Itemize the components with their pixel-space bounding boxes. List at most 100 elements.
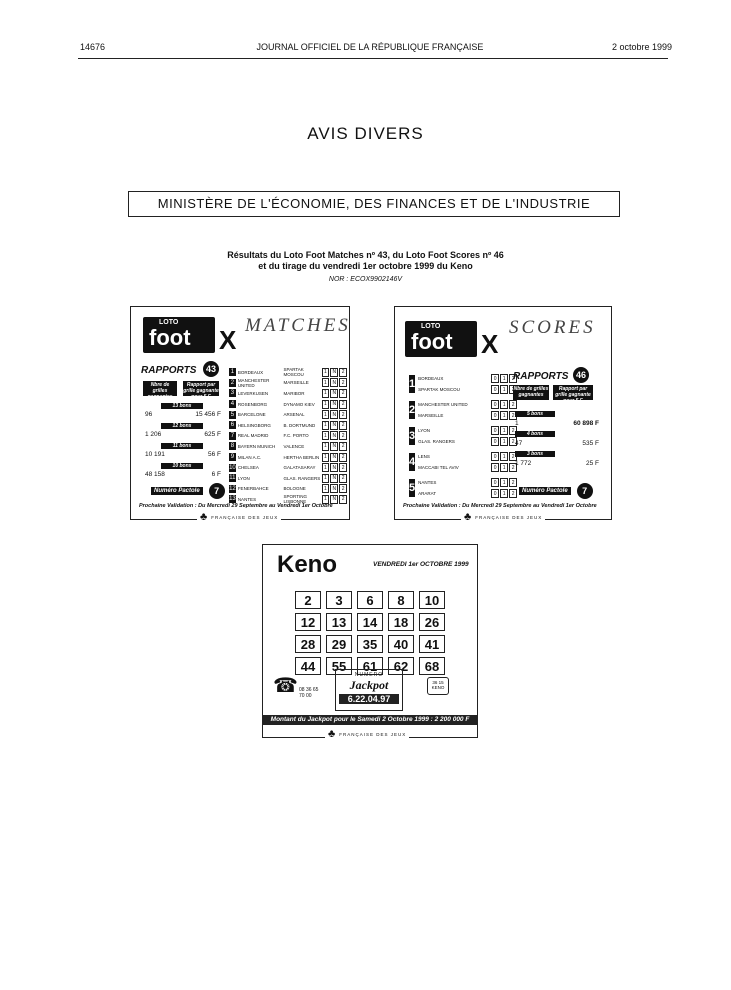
- away-team: MARSEILLE: [418, 413, 444, 418]
- pactole-number: 7: [208, 483, 225, 499]
- home-team: BAYERN MUNICH: [237, 443, 276, 449]
- keno-number: 26: [419, 613, 445, 631]
- result-box: 2: [339, 399, 348, 409]
- tier-label: 11 bons pronostics: [161, 443, 203, 455]
- result-box: 2: [339, 367, 348, 377]
- score-box: 2: [509, 463, 518, 472]
- keno-date: VENDREDI 1er OCTOBRE 1999: [373, 561, 469, 568]
- score-box: 1: [500, 411, 509, 420]
- score-box: 1: [500, 478, 509, 487]
- result-box: 2: [339, 452, 348, 462]
- journal-title: JOURNAL OFFICIEL DE LA RÉPUBLIQUE FRANÇA…: [256, 42, 484, 52]
- draw-number-badge: 46: [573, 367, 589, 383]
- fdj-brand: ♣ FRANÇAISE DES JEUX: [197, 511, 282, 523]
- tier-count: 96: [145, 411, 153, 418]
- home-team: MANCHESTER UNITED: [237, 377, 270, 388]
- away-team: ARARAT: [418, 491, 437, 496]
- home-team: FENERBAHCE: [237, 486, 269, 492]
- keno-number: 10: [419, 591, 445, 609]
- tier-count: 47: [515, 440, 523, 447]
- result-box: 1: [321, 378, 330, 388]
- result-box: 2: [339, 378, 348, 388]
- match-number: 13: [229, 495, 236, 504]
- pactole-number: 7: [576, 483, 593, 499]
- keno-row: 28 29 35 40 41: [295, 635, 445, 653]
- result-box: N: [330, 388, 339, 398]
- fdj-brand: ♣ FRANÇAISE DES JEUX: [325, 728, 410, 740]
- home-team: LEVERKUSEN: [237, 390, 269, 396]
- away-team: GLAS. RANGERS: [283, 475, 321, 481]
- fdj-brand: ♣ FRANÇAISE DES JEUX: [461, 511, 546, 523]
- pactole-label: Numéro Pactole: [519, 487, 571, 495]
- telephone-icon: ☎: [273, 675, 298, 697]
- result-box: N: [330, 452, 339, 462]
- result-box: 2: [339, 441, 348, 451]
- match-number: 2: [229, 378, 236, 387]
- tier-label: 10 bons pronostics: [161, 463, 203, 475]
- away-team: VALENCE: [283, 443, 305, 449]
- result-box: N: [330, 463, 339, 473]
- home-team: LENS: [418, 454, 430, 459]
- home-team: ROSENBORG: [237, 401, 268, 407]
- tier-amount: 6 F: [211, 471, 221, 478]
- result-box: N: [330, 484, 339, 494]
- matches-script-title: MATCHES: [245, 315, 351, 336]
- tier-row: 3 bons pronostics 1 772 25 F: [513, 451, 599, 471]
- home-team: MILAN A.C.: [237, 454, 262, 460]
- ministry-title: MINISTÈRE DE L'ÉCONOMIE, DES FINANCES ET…: [157, 196, 591, 211]
- match-number: 8: [229, 442, 236, 451]
- tier-label: 13 bons pronostics: [161, 403, 203, 415]
- keno-row: 44 55 61 62 68: [295, 657, 445, 675]
- tier-amount: 625 F: [204, 431, 221, 438]
- match-number: 11: [229, 474, 236, 483]
- match-number: 4: [229, 400, 236, 409]
- keno-row: 2 3 6 8 10: [295, 591, 445, 609]
- score-box: 1: [500, 489, 509, 498]
- fdj-label: FRANÇAISE DES JEUX: [339, 731, 407, 737]
- tier-count: 1 206: [145, 431, 162, 438]
- result-box: 1: [321, 452, 330, 462]
- home-team: BARCELONE: [237, 412, 266, 418]
- jackpot-number: 6.22.04.97: [339, 694, 399, 704]
- tier-row: 10 bons pronostics 48 158 6 F: [143, 463, 223, 483]
- score-box: 1: [500, 400, 509, 409]
- score-box: 1: [500, 437, 509, 446]
- result-box: 2: [339, 431, 348, 441]
- result-box: 1: [321, 431, 330, 441]
- away-team: BOLOGNE: [283, 486, 306, 492]
- minitel-label: 36 15 KENO: [431, 680, 445, 690]
- match-number: 10: [229, 463, 236, 472]
- score-box: 0: [491, 489, 500, 498]
- tier-label: 5 bons pronostics: [515, 411, 555, 423]
- home-team: NANTES: [237, 496, 257, 502]
- loto-foot-logo: LOTO foot: [143, 317, 215, 353]
- score-box: 2: [509, 437, 518, 446]
- numero-label: NUMERO: [354, 672, 384, 678]
- logo-x-mark: X: [219, 325, 237, 355]
- away-team: SPARTAK MOSCOU: [418, 387, 460, 392]
- keno-number: 3: [326, 591, 352, 609]
- jackpot-label: Jackpot: [349, 678, 389, 692]
- logo-small: LOTO: [421, 323, 441, 330]
- result-box: N: [330, 494, 339, 504]
- tier-label: 12 bons pronostics: [161, 423, 203, 435]
- score-box: 1: [500, 452, 509, 461]
- match-number: 7: [229, 431, 236, 440]
- tier-amount: 56 F: [207, 451, 221, 458]
- match-number: 3: [229, 389, 236, 398]
- result-box: N: [330, 378, 339, 388]
- home-team: REAL MADRID: [237, 433, 269, 439]
